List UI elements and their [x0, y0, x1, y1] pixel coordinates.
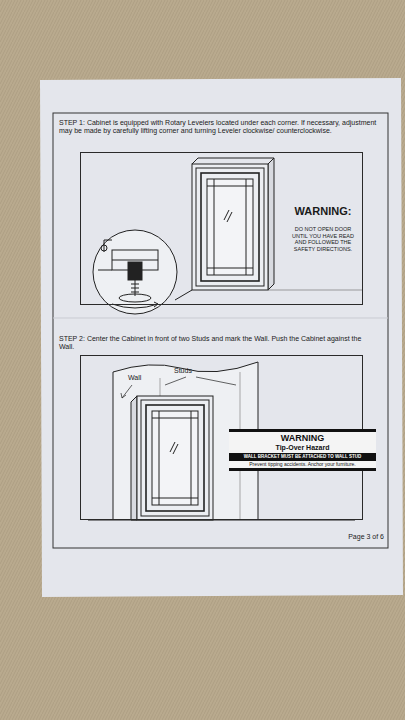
step-instruction: STEP 1: Cabinet is equipped with Rotary …	[59, 119, 377, 136]
warning-heading: WARNING:	[286, 205, 360, 218]
warning-band: WALL BRACKET MUST BE ATTACHED TO WALL ST…	[229, 453, 376, 461]
warning-title: WARNING	[229, 433, 376, 444]
warning-text: DO NOT OPEN DOOR UNTIL YOU HAVE READ AND…	[287, 226, 359, 252]
wall-label: Wall	[128, 374, 152, 382]
studs-label: Studs	[174, 367, 204, 375]
step-instruction: STEP 2: Center the Cabinet in front of t…	[59, 335, 377, 352]
page-number: Page 3 of 6	[338, 533, 384, 541]
step-panel: STEP 2: Center the Cabinet in front of t…	[80, 355, 363, 520]
warning-note: Prevent tipping accidents. Anchor your f…	[229, 461, 376, 467]
hazard-title: Tip-Over Hazard	[229, 444, 376, 453]
warning-box: WARNINGTip-Over HazardWALL BRACKET MUST …	[229, 429, 376, 471]
